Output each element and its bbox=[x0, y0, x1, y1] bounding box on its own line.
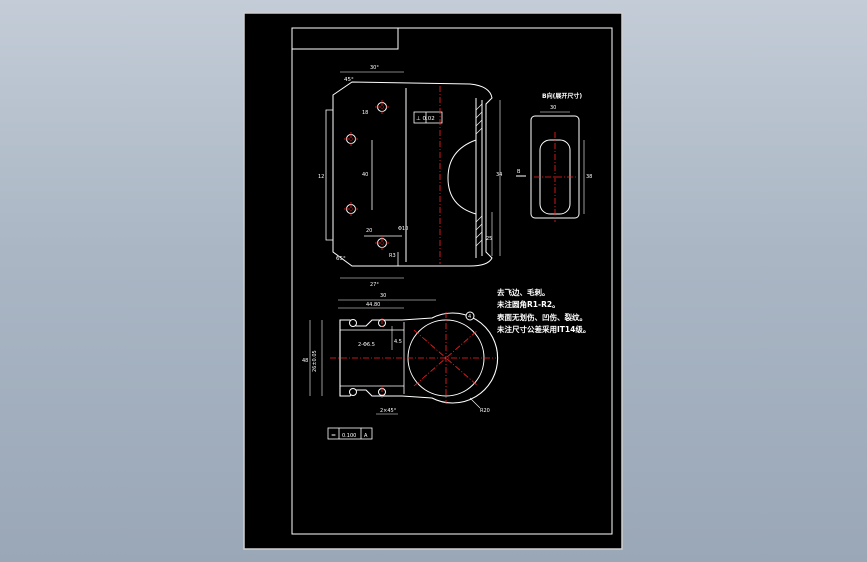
top-outline bbox=[339, 312, 499, 404]
side-center-lines bbox=[534, 132, 578, 222]
front-dim-small-h: R3 bbox=[389, 253, 396, 259]
top-dim-radius: R20 bbox=[480, 408, 490, 414]
drawing-border bbox=[291, 27, 613, 535]
front-gdt: ⊥ 0.02 bbox=[416, 116, 435, 122]
front-dim-bottom: 27° bbox=[370, 282, 379, 288]
top-gdt-datum: A bbox=[364, 433, 368, 439]
front-gdt-frame bbox=[413, 111, 443, 124]
top-center-lines bbox=[330, 312, 496, 404]
top-dim-left-label: 26±0.05 bbox=[312, 350, 318, 372]
drawing-sheet bbox=[243, 12, 623, 550]
side-dim-top: 30 bbox=[550, 105, 556, 111]
front-outline bbox=[332, 81, 493, 267]
top-dim-bottom-angle: 2×45° bbox=[380, 408, 397, 414]
front-dim-right-height2: 25 bbox=[486, 236, 492, 242]
top-dim-inner-length: 44.80 bbox=[366, 302, 380, 308]
front-dim-hole-offset: 20 bbox=[366, 228, 372, 234]
technical-notes: 去飞边、毛刺。 未注圆角R1-R2。 表面无划伤、凹伤、裂纹。 未注尺寸公差采用… bbox=[497, 287, 590, 334]
front-dim-angle-top: 45° bbox=[344, 77, 354, 83]
front-view: 30° 45° 65° 12 18 40 20 Φ10 R3 27° 34 25… bbox=[318, 65, 502, 288]
hole-icon bbox=[349, 319, 357, 327]
front-dim-slot: 40 bbox=[362, 172, 368, 178]
hatch-bottom bbox=[475, 215, 483, 247]
side-dim-right: 38 bbox=[586, 174, 592, 180]
side-view-title: B向(展开尺寸) bbox=[542, 92, 582, 100]
top-dim-left-height: 48 bbox=[302, 358, 308, 364]
front-dim-inner-width: 34 bbox=[496, 172, 502, 178]
datum-circle-icon bbox=[465, 311, 475, 321]
top-gdt-tolerance: 0.100 bbox=[342, 433, 356, 439]
title-stub-box bbox=[292, 28, 399, 50]
top-gdt-symbol: = bbox=[331, 432, 336, 439]
top-view: = 0.100 A 30 44.80 2-Φ6.5 4.5 48 26±0.05… bbox=[302, 293, 499, 440]
side-view: B向(展开尺寸) 30 38 B bbox=[516, 92, 592, 222]
front-dim-left-height: 12 bbox=[318, 174, 324, 180]
note-line-3: 表面无划伤、凹伤、裂纹。 bbox=[497, 312, 587, 322]
top-holes bbox=[349, 311, 475, 396]
front-dim-hole-pitch: 18 bbox=[362, 110, 368, 116]
front-dim-angle-bottom: 65° bbox=[336, 256, 346, 262]
front-dim-hole-dia: Φ10 bbox=[398, 226, 408, 232]
top-dim-hole-label: 2-Φ6.5 bbox=[358, 342, 375, 348]
note-line-2: 未注圆角R1-R2。 bbox=[497, 299, 560, 309]
hatch-top bbox=[475, 103, 483, 135]
top-dim-small: 4.5 bbox=[394, 339, 402, 345]
top-circle-mark: 4 bbox=[468, 314, 471, 320]
note-line-4: 未注尺寸公差采用IT14级。 bbox=[497, 324, 590, 334]
top-gdt-frame bbox=[327, 427, 373, 440]
front-dim-top: 30° bbox=[370, 65, 379, 71]
note-line-1: 去飞边、毛刺。 bbox=[497, 287, 550, 297]
hole-icon bbox=[349, 388, 357, 396]
side-dim-left: B bbox=[517, 169, 521, 175]
top-dim-length: 30 bbox=[380, 293, 386, 299]
front-center-lines bbox=[344, 86, 441, 264]
